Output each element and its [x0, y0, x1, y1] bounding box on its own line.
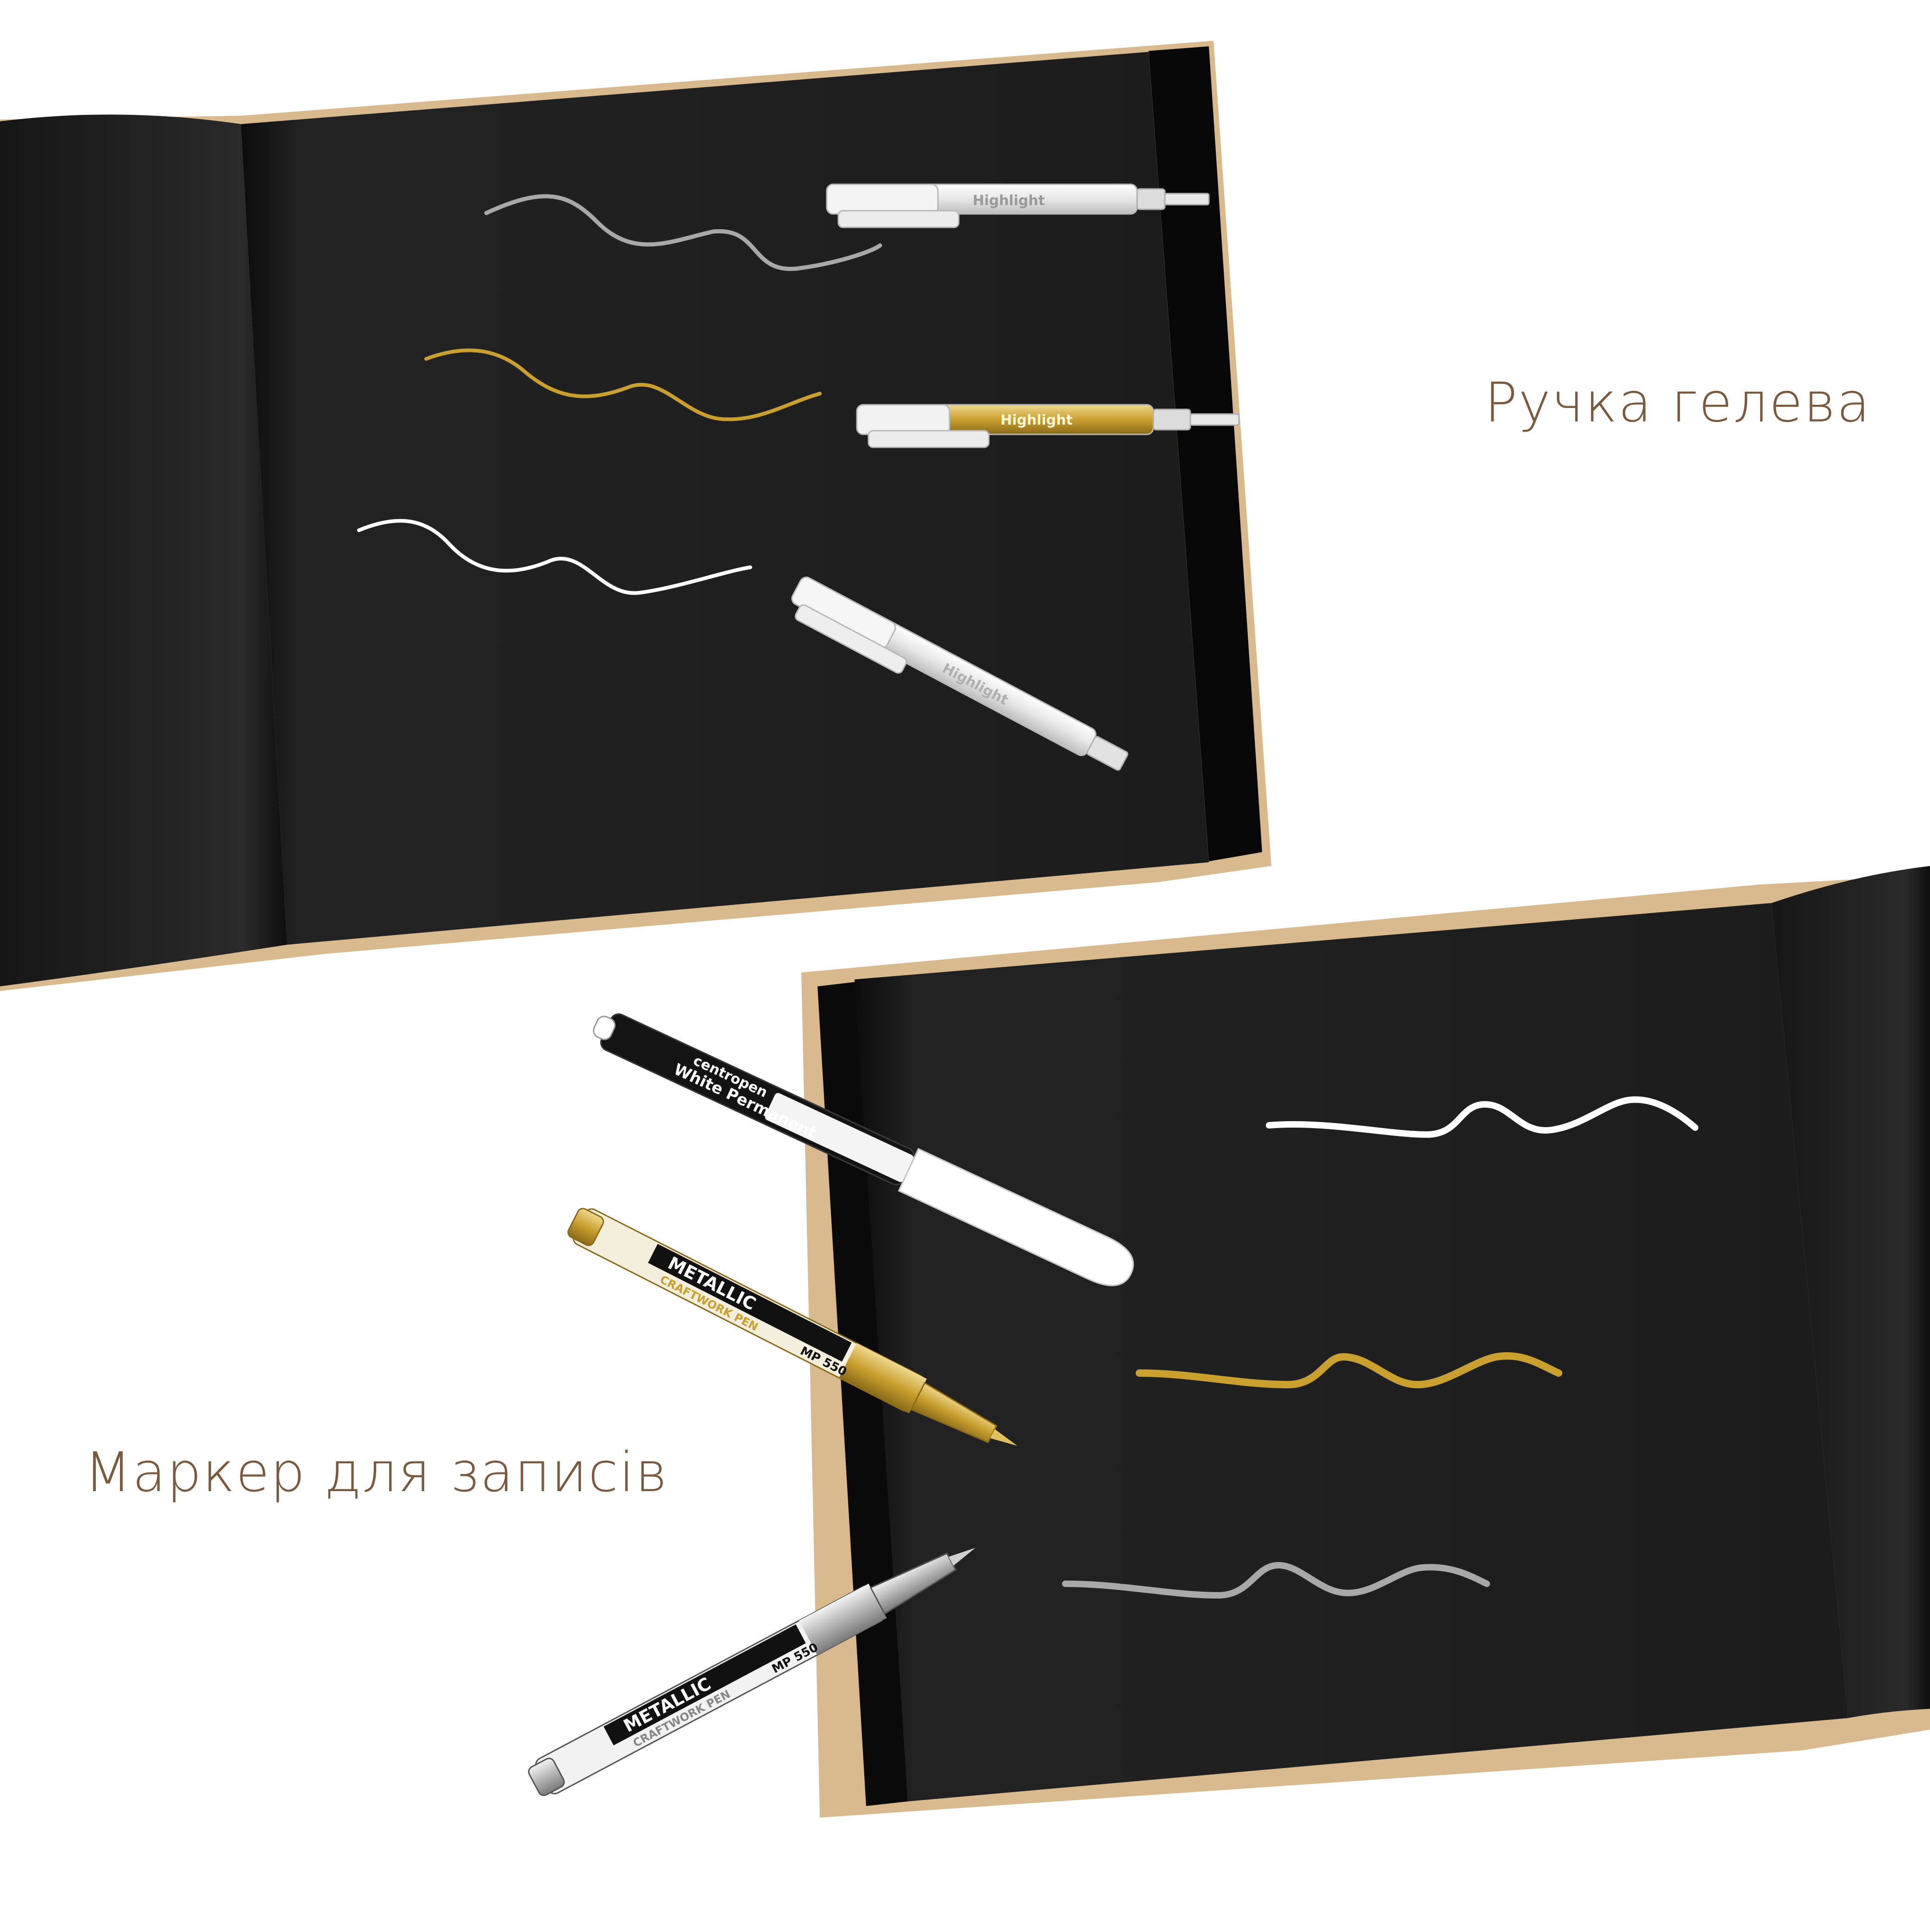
stroke-gold [424, 348, 822, 421]
gel-pen-silver: Highlight [826, 183, 1210, 228]
marker-strokes [1062, 1096, 1698, 1599]
marker-stroke-white [1266, 1096, 1698, 1138]
top-left-page [0, 114, 287, 986]
bottom-right-page [1772, 866, 1930, 1718]
stroke-silver [484, 194, 882, 271]
top-sketchbook [0, 41, 1271, 991]
gel-pen-strokes [357, 194, 882, 595]
marker-stroke-silver [1062, 1562, 1490, 1599]
top-page-edges [1149, 46, 1262, 861]
caption-marker: Маркер для записів [84, 1440, 668, 1504]
marker-stroke-gold [1136, 1352, 1562, 1389]
caption-gel-pen: Ручка гелева [1484, 370, 1871, 434]
marker-gold-metallic: METALLIC CRAFTWORK PEN MP 550 [567, 1208, 1018, 1446]
bottom-sketchbook [801, 866, 1930, 1818]
gel-pen-gold-brand: Highlight [1000, 412, 1073, 428]
gel-pen-gold: Highlight [856, 404, 1240, 448]
bottom-left-page [855, 903, 1848, 1801]
stroke-white [357, 519, 752, 595]
gel-pen-white: Highlight [791, 577, 1129, 771]
gel-pen-silver-brand: Highlight [973, 193, 1045, 209]
top-right-page [241, 52, 1209, 945]
